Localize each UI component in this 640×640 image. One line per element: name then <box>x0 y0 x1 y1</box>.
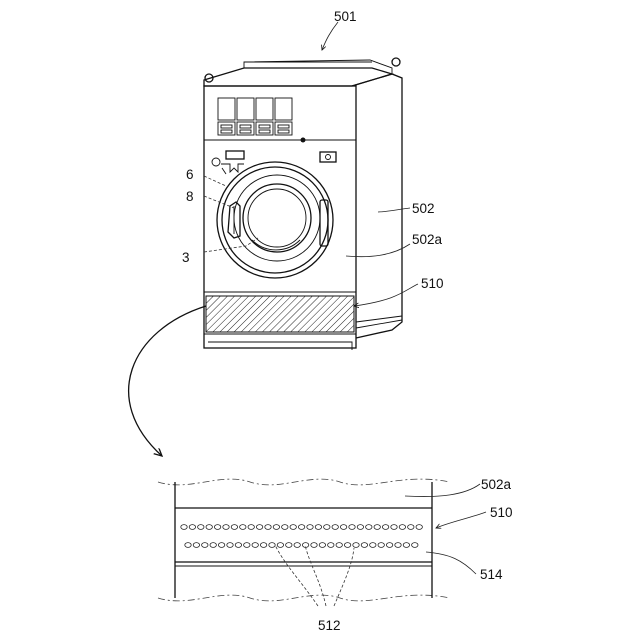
label-detail-510: 510 <box>490 505 513 520</box>
perforation-hole <box>324 525 330 530</box>
lower-panel <box>206 296 354 332</box>
perforation-hole <box>408 525 414 530</box>
perforation-hole <box>227 543 233 548</box>
perforation-hole <box>252 543 258 548</box>
perforation-hole <box>206 525 212 530</box>
perforation-hole <box>382 525 388 530</box>
perforation-hole <box>210 543 216 548</box>
label-6: 6 <box>186 167 194 182</box>
perforation-hole <box>244 543 250 548</box>
perforation-holes <box>181 525 423 548</box>
perforation-hole <box>231 525 237 530</box>
perforation-hole <box>315 525 321 530</box>
perforation-hole <box>223 525 229 530</box>
perforation-hole <box>218 543 224 548</box>
perforation-hole <box>290 525 296 530</box>
perforation-hole <box>349 525 355 530</box>
detergent-icon <box>212 158 244 174</box>
label-detail-502a: 502a <box>481 477 512 492</box>
detail-arrow <box>129 306 206 456</box>
cabinet-side <box>352 74 402 338</box>
perforation-hole <box>332 525 338 530</box>
label-512: 512 <box>318 618 341 633</box>
perforation-hole <box>294 543 300 548</box>
coin-slot <box>320 152 336 162</box>
display-window <box>226 151 244 159</box>
perforation-hole <box>256 525 262 530</box>
label-8: 8 <box>186 189 194 204</box>
perforation-hole <box>198 525 204 530</box>
washing-machine <box>204 58 402 350</box>
perforation-hole <box>265 525 271 530</box>
perforation-hole <box>353 543 359 548</box>
perforation-hole <box>366 525 372 530</box>
perforation-hole <box>319 543 325 548</box>
indicator-dot <box>301 138 306 143</box>
perforation-hole <box>344 543 350 548</box>
perforation-hole <box>202 543 208 548</box>
perforation-hole <box>193 543 199 548</box>
perforation-hole <box>282 525 288 530</box>
label-510: 510 <box>421 276 444 291</box>
perforation-hole <box>361 543 367 548</box>
top-lid <box>204 68 392 86</box>
perforation-hole <box>374 525 380 530</box>
perforation-hole <box>378 543 384 548</box>
perforation-hole <box>298 525 304 530</box>
perforation-hole <box>403 543 409 548</box>
lift-hook-right <box>392 58 400 66</box>
door <box>217 162 333 278</box>
perforation-hole <box>416 525 422 530</box>
perforation-hole <box>286 543 292 548</box>
perforation-hole <box>185 543 191 548</box>
perforation-hole <box>395 543 401 548</box>
perforation-hole <box>260 543 266 548</box>
perforation-hole <box>307 525 313 530</box>
enlarged-detail <box>158 479 486 606</box>
perforation-hole <box>340 525 346 530</box>
perforation-hole <box>386 543 392 548</box>
perforation-hole <box>357 525 363 530</box>
perforation-hole <box>370 543 376 548</box>
perforation-hole <box>328 543 334 548</box>
perforation-hole <box>273 525 279 530</box>
perforation-hole <box>277 543 283 548</box>
perforation-hole <box>269 543 275 548</box>
control-buttons <box>218 98 292 135</box>
label-502: 502 <box>412 201 435 216</box>
perforation-hole <box>399 525 405 530</box>
perforation-hole <box>189 525 195 530</box>
perforation-hole <box>214 525 220 530</box>
perforation-hole <box>311 543 317 548</box>
perforation-hole <box>235 543 241 548</box>
perforation-hole <box>412 543 418 548</box>
label-501: 501 <box>334 9 357 24</box>
perforation-hole <box>181 525 187 530</box>
perforation-hole <box>336 543 342 548</box>
perforation-hole <box>240 525 246 530</box>
label-502a: 502a <box>412 232 443 247</box>
perforation-hole <box>391 525 397 530</box>
label-3: 3 <box>182 250 190 265</box>
label-514: 514 <box>480 567 503 582</box>
perforation-hole <box>248 525 254 530</box>
